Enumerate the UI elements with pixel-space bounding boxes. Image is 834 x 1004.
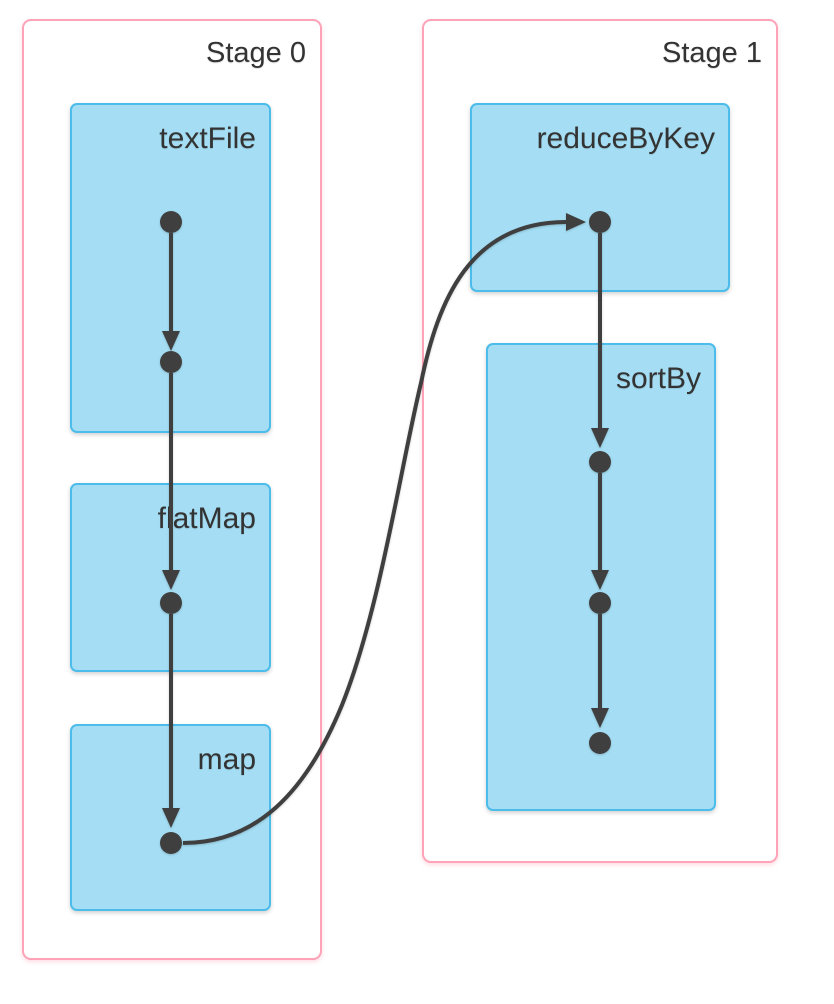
rdd-dot[interactable] <box>160 211 182 233</box>
op-box-flatmap: flatMap <box>70 483 271 672</box>
rdd-dot[interactable] <box>589 592 611 614</box>
op-box-textfile: textFile <box>70 103 271 433</box>
stage-0-label: Stage 0 <box>206 37 306 69</box>
op-box-reducebykey: reduceByKey <box>470 103 730 292</box>
op-label-reducebykey: reduceByKey <box>536 122 715 155</box>
stage-1-label: Stage 1 <box>662 37 762 69</box>
rdd-dot[interactable] <box>589 211 611 233</box>
op-label-flatmap: flatMap <box>157 502 256 535</box>
op-label-sortby: sortBy <box>615 362 701 395</box>
rdd-dot[interactable] <box>160 832 182 854</box>
stage-0-cluster[interactable]: Stage 0 textFile flatMap map <box>22 19 322 960</box>
op-label-textfile: textFile <box>159 122 256 155</box>
op-box-map: map <box>70 724 271 911</box>
rdd-dot[interactable] <box>160 592 182 614</box>
rdd-dot[interactable] <box>160 351 182 373</box>
rdd-dot[interactable] <box>589 451 611 473</box>
op-label-map: map <box>197 743 256 776</box>
rdd-dot[interactable] <box>589 732 611 754</box>
